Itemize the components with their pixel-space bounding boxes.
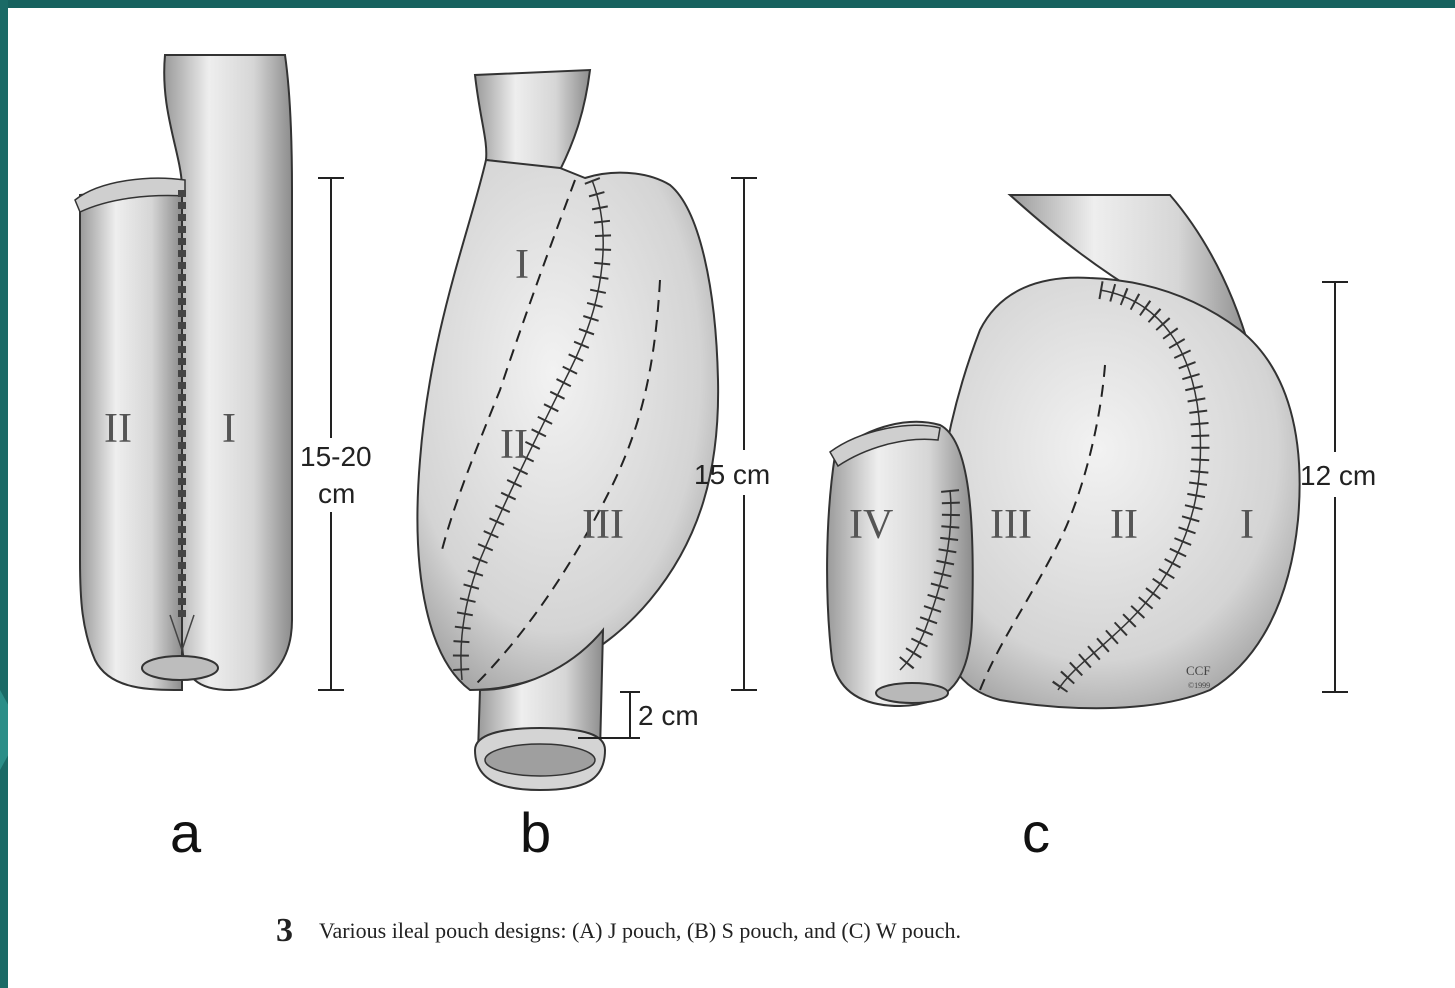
panel-b-outlet-lumen <box>485 744 595 776</box>
panel-a-dimension-label: 15-20 <box>300 441 372 472</box>
panel-c-anastomosis-opening <box>876 683 948 703</box>
panel-a-letter: a <box>170 801 202 864</box>
panel-c-segment-label: III <box>990 502 1032 548</box>
panel-a-dimension-label: cm <box>318 478 355 509</box>
panel-a-segment-label: I <box>222 406 236 452</box>
figure-number: 3 <box>276 912 293 949</box>
panel-c-credit: ©1999 <box>1188 681 1210 690</box>
panel-b-pouch-body <box>417 160 718 690</box>
panel-b-letter: b <box>520 801 551 864</box>
panel-c-segment-label: IV <box>849 502 893 548</box>
panel-b-outlet-label: 2 cm <box>638 700 699 731</box>
panel-a-anastomosis-opening <box>142 656 218 680</box>
caption-text: Various ileal pouch designs: (A) J pouch… <box>319 918 961 943</box>
pouch-illustration: II I 15-20 cm a <box>8 8 1455 988</box>
panel-b-segment-label: III <box>582 502 624 548</box>
panel-b-segment-label: II <box>500 422 528 468</box>
panel-c-w-pouch: IV III II I CCF ©1999 12 cm c <box>827 195 1376 864</box>
panel-c-letter: c <box>1022 801 1050 864</box>
slide-frame-left <box>0 0 8 988</box>
figure-panel: II I 15-20 cm a <box>8 8 1455 988</box>
panel-b-s-pouch: I II III 15 cm 2 cm b <box>417 70 770 864</box>
panel-c-credit: CCF <box>1186 663 1211 678</box>
figure-caption: 3 Various ileal pouch designs: (A) J pou… <box>276 912 1276 962</box>
panel-c-dimension-label: 12 cm <box>1300 460 1376 491</box>
panel-b-dimension-label: 15 cm <box>694 459 770 490</box>
panel-b-segment-label: I <box>515 242 529 288</box>
panel-a-segment-label: II <box>104 406 132 452</box>
panel-c-segment-label: II <box>1110 502 1138 548</box>
panel-a-j-pouch: II I 15-20 cm a <box>75 55 372 864</box>
slide-frame-top <box>0 0 1455 8</box>
panel-b-afferent-limb <box>475 70 590 170</box>
panel-c-segment-label: I <box>1240 502 1254 548</box>
